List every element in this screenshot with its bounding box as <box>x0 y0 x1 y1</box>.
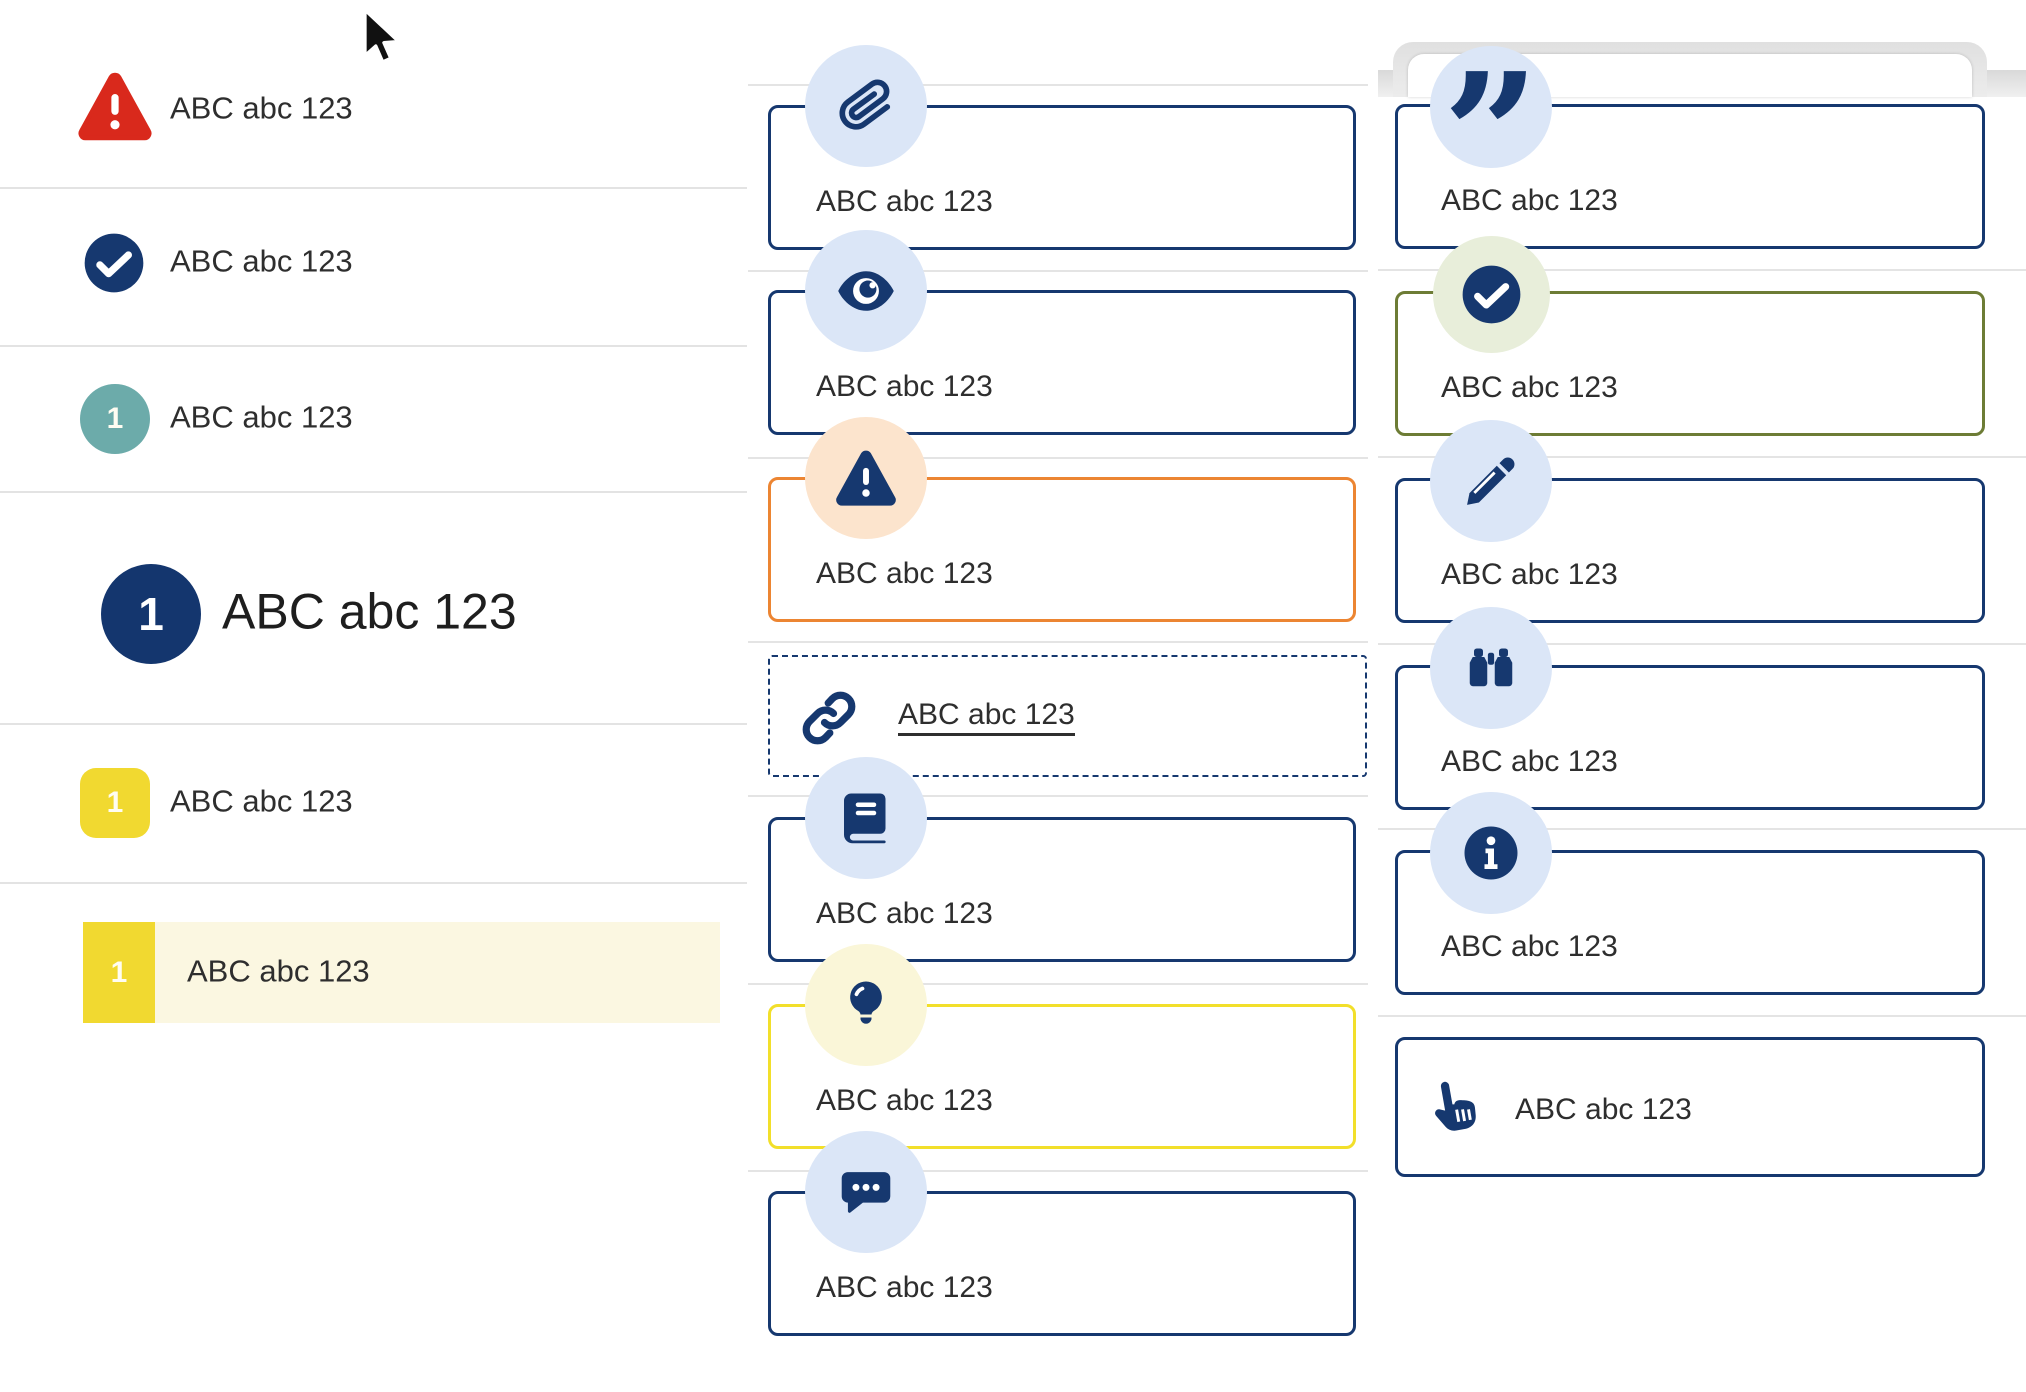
list-item-label: ABC abc 123 <box>222 583 517 640</box>
list-item-label: ABC abc 123 <box>170 243 353 279</box>
list-item-complete[interactable]: ABC abc 123 <box>0 189 747 345</box>
list-item-warning[interactable]: ABC abc 123 <box>0 0 747 187</box>
callout-label: ABC abc 123 <box>816 1271 993 1304</box>
number-badge-yellow-block: 1 <box>83 922 155 1023</box>
mouse-cursor <box>362 7 404 70</box>
row-separator <box>748 1170 1368 1172</box>
row-separator <box>748 983 1368 985</box>
callout-label: ABC abc 123 <box>816 1084 993 1117</box>
number-badge-teal: 1 <box>80 384 150 454</box>
check-circle-icon <box>82 231 146 295</box>
svg-text:”: ” <box>1443 35 1540 233</box>
list-item-label: ABC abc 123 <box>170 783 353 819</box>
callout-label: ABC abc 123 <box>1441 930 1618 963</box>
eye-icon <box>805 230 927 352</box>
badge-number: 1 <box>106 402 124 435</box>
hyperlink-text[interactable]: ABC abc 123 <box>898 698 1075 736</box>
warning-triangle-icon <box>77 72 153 142</box>
list-item-step-large[interactable]: 1 ABC abc 123 <box>0 493 747 723</box>
row-separator <box>748 457 1368 459</box>
callout-label: ABC abc 123 <box>1441 184 1618 217</box>
pencil-icon <box>1430 420 1552 542</box>
callout-action[interactable]: ABC abc 123 <box>1395 1037 1985 1177</box>
row-separator <box>748 270 1368 272</box>
right-callout-column: ABC abc 123 ” ABC abc 123 ABC abc 123 AB… <box>1378 0 2026 1392</box>
callout-label: ABC abc 123 <box>1441 371 1618 404</box>
row-separator <box>1378 269 2026 271</box>
callout-label: ABC abc 123 <box>1515 1093 1692 1126</box>
lightbulb-icon <box>805 944 927 1066</box>
row-separator <box>748 641 1368 643</box>
callout-label: ABC abc 123 <box>1441 558 1618 591</box>
list-divider <box>0 882 747 884</box>
chat-bubble-icon <box>805 1131 927 1253</box>
row-separator <box>1378 828 2026 830</box>
list-item-label: ABC abc 123 <box>170 399 353 435</box>
list-divider <box>0 187 747 189</box>
callout-label: ABC abc 123 <box>1441 745 1618 778</box>
hand-point-up-icon <box>1420 1076 1484 1140</box>
callout-label: ABC abc 123 <box>816 557 993 590</box>
row-separator <box>748 84 1368 86</box>
row-separator <box>748 795 1368 797</box>
callout-label: ABC abc 123 <box>816 185 993 218</box>
row-separator <box>1378 1015 2026 1017</box>
link-chain-icon <box>797 686 861 750</box>
book-icon <box>805 757 927 879</box>
number-badge-yellow: 1 <box>80 768 150 838</box>
list-divider <box>0 723 747 725</box>
list-item-label: ABC abc 123 <box>170 90 353 126</box>
check-circle-icon <box>1433 236 1550 353</box>
middle-callout-column: ABC abc 123 ABC abc 123 ABC abc 123 <box>747 0 1378 1392</box>
quote-icon: ” <box>1430 35 1552 233</box>
list-divider <box>0 491 747 493</box>
highlight-row-background <box>83 922 720 1023</box>
list-divider <box>0 345 747 347</box>
binoculars-icon <box>1430 607 1552 729</box>
list-item-label: ABC abc 123 <box>187 953 370 989</box>
list-item-step-teal[interactable]: 1 ABC abc 123 <box>0 347 747 491</box>
info-circle-icon <box>1430 792 1552 914</box>
list-item-step-yellow[interactable]: 1 ABC abc 123 <box>0 725 747 882</box>
callout-link[interactable]: ABC abc 123 <box>768 655 1367 777</box>
callout-label: ABC abc 123 <box>816 897 993 930</box>
row-separator <box>1378 643 2026 645</box>
warning-triangle-icon <box>805 417 927 539</box>
list-item-step-highlighted[interactable]: 1 ABC abc 123 <box>0 884 747 1084</box>
number-badge-large-navy: 1 <box>101 564 201 664</box>
badge-number: 1 <box>110 955 128 989</box>
badge-number: 1 <box>138 588 164 640</box>
callout-label: ABC abc 123 <box>816 370 993 403</box>
badge-number: 1 <box>106 786 124 819</box>
left-item-list: ABC abc 123 ABC abc 123 1 ABC abc 123 1 … <box>0 0 747 1392</box>
paperclip-icon <box>805 45 927 167</box>
row-separator <box>1378 456 2026 458</box>
